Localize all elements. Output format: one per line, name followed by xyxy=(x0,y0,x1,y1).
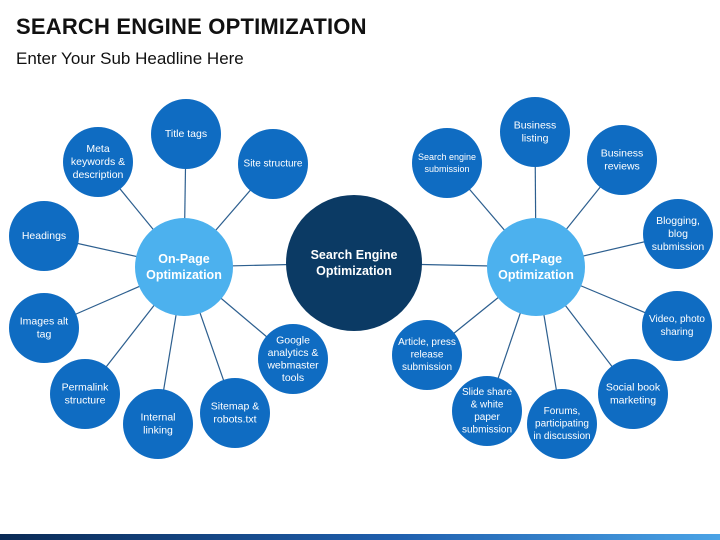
node-images-alt-tag-label: Images alt xyxy=(20,316,69,328)
node-sitemap-robots-label: robots.txt xyxy=(213,414,256,426)
node-social-book-marketing-label: Social book xyxy=(606,382,661,394)
node-business-reviews-label: Business xyxy=(601,148,644,160)
node-business-reviews-circle xyxy=(587,125,657,195)
node-video-photo-sharing: Video, photo sharing xyxy=(642,291,712,361)
hub-on-page-label: Optimization xyxy=(146,268,222,282)
node-permalink-structure-circle xyxy=(50,359,120,429)
node-headings-circle xyxy=(9,201,79,271)
node-google-analytics-label: tools xyxy=(282,372,304,384)
node-permalink-structure-label: structure xyxy=(65,395,106,407)
node-meta-keywords-label: keywords & xyxy=(71,156,125,168)
node-video-photo-sharing-label: Video, photo xyxy=(649,314,705,325)
hub-on-page-label: On-Page xyxy=(158,252,209,266)
node-search-engine-submission-circle xyxy=(412,128,482,198)
node-meta-keywords-label: Meta xyxy=(86,143,110,155)
node-site-structure-label: Site structure xyxy=(244,159,303,170)
center-node-circle xyxy=(286,195,422,331)
node-site-structure-circle xyxy=(238,129,308,199)
node-blogging-label: Blogging, xyxy=(656,215,700,227)
node-internal-linking-circle xyxy=(123,389,193,459)
node-google-analytics-label: Google xyxy=(276,334,310,346)
node-slide-share-label: submission xyxy=(462,424,512,435)
node-title-tags: Title tags xyxy=(151,99,221,169)
node-forums-label: Forums, xyxy=(544,406,581,417)
node-forums-label: participating xyxy=(535,419,589,430)
node-headings-label: Headings xyxy=(22,230,66,242)
node-title-tags-circle xyxy=(151,99,221,169)
node-business-listing-label: listing xyxy=(522,133,549,145)
node-slide-share-circle xyxy=(452,376,522,446)
node-slide-share-label: & white xyxy=(471,399,504,410)
hub-off-page-label: Off-Page xyxy=(510,252,562,266)
node-images-alt-tag-label: tag xyxy=(37,329,52,341)
node-google-analytics-circle xyxy=(258,324,328,394)
node-blogging-circle xyxy=(643,199,713,269)
node-images-alt-tag-circle xyxy=(9,293,79,363)
hub-off-page-label: Optimization xyxy=(498,268,574,282)
node-article-press-release-circle xyxy=(392,320,462,390)
node-forums-circle xyxy=(527,389,597,459)
node-blogging-label: submission xyxy=(652,241,705,253)
node-sitemap-robots-label: Sitemap & xyxy=(211,401,259,413)
node-google-analytics-label: analytics & xyxy=(268,347,319,359)
hub-off-page-circle xyxy=(487,218,585,316)
page-title: SEARCH ENGINE OPTIMIZATION xyxy=(16,14,367,39)
node-video-photo-sharing-circle xyxy=(642,291,712,361)
node-search-engine-submission: Search engine submission xyxy=(412,128,482,198)
center-node-label: Search Engine xyxy=(311,248,398,262)
node-sitemap-robots: Sitemap &robots.txt xyxy=(200,378,270,448)
footer-bar xyxy=(0,534,720,540)
node-permalink-structure-label: Permalink xyxy=(62,382,109,394)
node-slide-share-label: paper xyxy=(474,412,500,423)
node-site-structure: Site structure xyxy=(238,129,308,199)
node-business-listing-label: Business xyxy=(514,120,557,132)
node-social-book-marketing-circle xyxy=(598,359,668,429)
node-article-press-release-label: Article, press xyxy=(398,337,456,348)
node-search-engine-submission-label: submission xyxy=(424,164,469,174)
node-search-engine-submission-label: Search engine xyxy=(418,152,476,162)
node-google-analytics-label: webmaster xyxy=(266,359,319,371)
node-meta-keywords-label: description xyxy=(73,169,124,181)
node-blogging-label: blog xyxy=(668,228,688,240)
page-subtitle: Enter Your Sub Headline Here xyxy=(16,49,244,68)
node-meta-keywords-circle xyxy=(63,127,133,197)
center-node-label: Optimization xyxy=(316,264,392,278)
node-business-listing-circle xyxy=(500,97,570,167)
node-internal-linking-label: linking xyxy=(143,425,173,437)
node-article-press-release-label: release xyxy=(411,350,444,361)
node-video-photo-sharing-label: sharing xyxy=(661,327,694,338)
node-sitemap-robots-circle xyxy=(200,378,270,448)
node-internal-linking-label: Internal xyxy=(140,412,175,424)
node-headings: Headings xyxy=(9,201,79,271)
node-title-tags-label: Title tags xyxy=(165,128,207,140)
node-slide-share-label: Slide share xyxy=(462,387,512,398)
node-article-press-release-label: submission xyxy=(402,362,452,373)
node-social-book-marketing-label: marketing xyxy=(610,395,656,407)
node-forums-label: in discussion xyxy=(533,431,590,442)
hub-on-page-circle xyxy=(135,218,233,316)
node-business-reviews-label: reviews xyxy=(604,161,640,173)
